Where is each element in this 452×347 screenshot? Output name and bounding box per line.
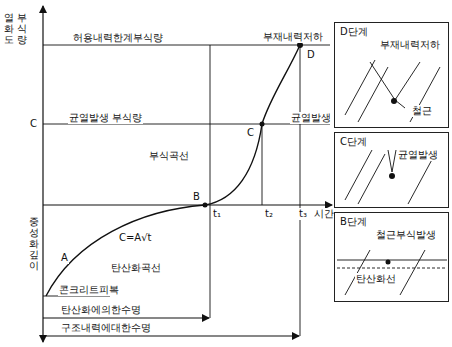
point-label: 부재내력저하 <box>262 31 324 43</box>
point-letter: C <box>246 127 255 139</box>
line-label: 균열발생 부식량 <box>68 112 143 124</box>
life-arrow <box>43 317 209 318</box>
carbonation-curve <box>46 205 205 296</box>
limit-label: 허용내력한계부식량 <box>72 32 164 44</box>
axis-label: 열화도 <box>3 12 15 45</box>
corrosion-curve <box>205 45 300 205</box>
formula: C=A√t <box>118 232 153 244</box>
depth-axis <box>42 205 43 342</box>
stage-title: C단계 <box>339 136 368 148</box>
axis-value: C <box>29 118 38 130</box>
y-axis <box>42 6 43 205</box>
stage-text: 철근부식발생 <box>375 229 437 241</box>
stage-title: B단계 <box>339 216 368 228</box>
stage-title: D단계 <box>339 26 369 38</box>
life-label: 구조내력에대한수명 <box>60 322 152 334</box>
stage-panel: D단계부재내력저하철근 <box>334 22 449 128</box>
life-label: 탄산화에의한수명 <box>60 304 142 316</box>
stage-text: 균열발생 <box>397 149 439 161</box>
t2-line <box>262 124 263 205</box>
stage-panel: B단계철근부식발생탄산화선 <box>334 212 449 302</box>
stage-text: 철근 <box>411 105 433 117</box>
cover-label: 콘크리트피복 <box>58 284 120 296</box>
stage-text: 부재내력저하 <box>379 39 441 51</box>
axis-label: 중성화깊이 <box>28 216 40 271</box>
point-letter: B <box>192 191 201 203</box>
curve-label: 탄산화곡선 <box>110 262 162 274</box>
time-mark: t₁ <box>212 208 222 220</box>
points <box>203 42 398 265</box>
point-letter: D <box>306 49 316 61</box>
stage-text: 탄산화선 <box>355 273 397 285</box>
t1-line <box>210 45 211 318</box>
point-letter: A <box>60 252 69 264</box>
stage-panel: C단계균열발생 <box>334 132 449 208</box>
time-mark: t₂ <box>264 208 274 220</box>
t3-line <box>300 45 301 336</box>
panel-illustration <box>337 60 447 295</box>
axis-label: 부식량 <box>16 12 28 45</box>
time-mark: t₃ <box>298 208 308 220</box>
life-arrow <box>43 335 299 336</box>
axis-label: 시간 <box>313 208 335 220</box>
line-label: 균열발생 <box>290 112 332 124</box>
time-axis <box>43 204 332 205</box>
limit-line <box>43 45 330 46</box>
curve-label: 부식곡선 <box>148 150 190 162</box>
